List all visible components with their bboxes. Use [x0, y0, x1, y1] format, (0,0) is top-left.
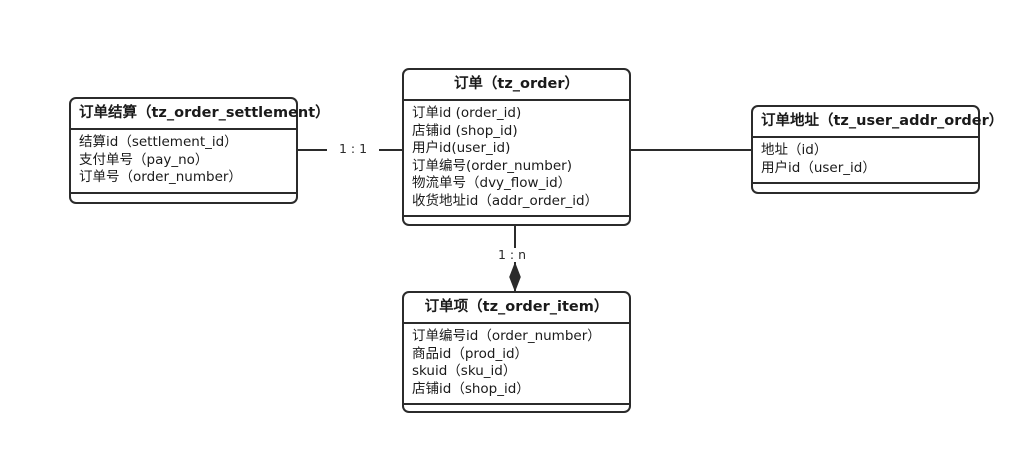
attribute-row: skuid（sku_id） [412, 363, 517, 380]
entity-title-tz-user-addr-order: 订单地址（tz_user_addr_order） [753, 107, 1003, 139]
attribute-row: 结算id（settlement_id） [79, 134, 238, 151]
entity-attributes-tz-order-item: 订单编号id（order_number） 商品id（prod_id） skuid… [404, 324, 629, 406]
filled-diamond-marker [509, 262, 521, 292]
attribute-row: 商品id（prod_id） [412, 345, 529, 362]
entity-attributes-tz-user-addr-order: 地址（id） 用户id（user_id） [753, 138, 978, 185]
attribute-row: 店铺id（shop_id） [412, 380, 530, 397]
entity-operations-tz-user-addr-order [753, 184, 978, 208]
relationship-label-1-to-1: 1 : 1 [327, 142, 379, 156]
attribute-row: 用户id(user_id) [412, 140, 511, 157]
entity-tz-order[interactable]: 订单（tz_order） 订单id (order_id) 店铺id (shop_… [402, 68, 631, 226]
entity-tz-order-settlement[interactable]: 订单结算（tz_order_settlement） 结算id（settlemen… [69, 97, 330, 204]
entity-title-tz-order-settlement: 订单结算（tz_order_settlement） [71, 99, 330, 131]
entity-tz-user-addr-order[interactable]: 订单地址（tz_user_addr_order） 地址（id） 用户id（use… [751, 105, 1003, 194]
attribute-row: 店铺id (shop_id) [412, 122, 518, 139]
edge-order-to-addr-order [630, 149, 752, 151]
attribute-row: 收货地址id（addr_order_id） [412, 192, 599, 209]
entity-attributes-tz-order-settlement: 结算id（settlement_id） 支付单号（pay_no） 订单号（ord… [71, 130, 296, 194]
entity-attributes-tz-order: 订单id (order_id) 店铺id (shop_id) 用户id(user… [404, 101, 629, 218]
entity-tz-order-item[interactable]: 订单项（tz_order_item） 订单编号id（order_number） … [402, 291, 631, 413]
attribute-row: 支付单号（pay_no） [79, 151, 209, 168]
attribute-row: 订单编号(order_number) [412, 157, 572, 174]
attribute-row: 订单id (order_id) [412, 105, 522, 122]
relationship-label-1-to-n: 1 : n [489, 248, 535, 262]
entity-title-tz-order: 订单（tz_order） [404, 70, 629, 102]
entity-title-tz-order-item: 订单项（tz_order_item） [404, 293, 629, 325]
entity-operations-tz-order-item [404, 405, 629, 429]
entity-operations-tz-order-settlement [71, 194, 296, 218]
attribute-row: 用户id（user_id） [761, 159, 876, 176]
attribute-row: 订单号（order_number） [79, 169, 242, 186]
attribute-row: 地址（id） [761, 142, 828, 159]
entity-operations-tz-order [404, 217, 629, 241]
attribute-row: 物流单号（dvy_flow_id） [412, 175, 572, 192]
attribute-row: 订单编号id（order_number） [412, 328, 601, 345]
